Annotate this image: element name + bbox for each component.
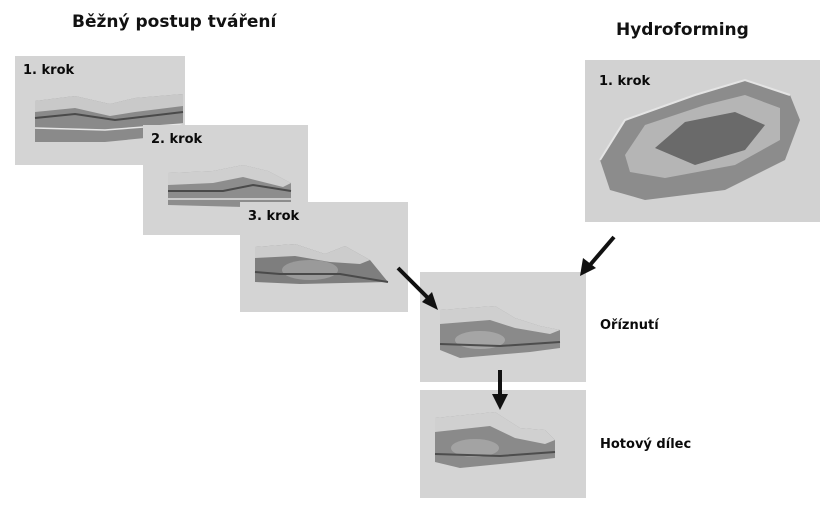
arrow-hydroforming-to-trimming: [580, 237, 614, 276]
arrow-step3-to-trimming: [398, 268, 438, 310]
arrow-trimming-to-finished: [492, 370, 508, 410]
